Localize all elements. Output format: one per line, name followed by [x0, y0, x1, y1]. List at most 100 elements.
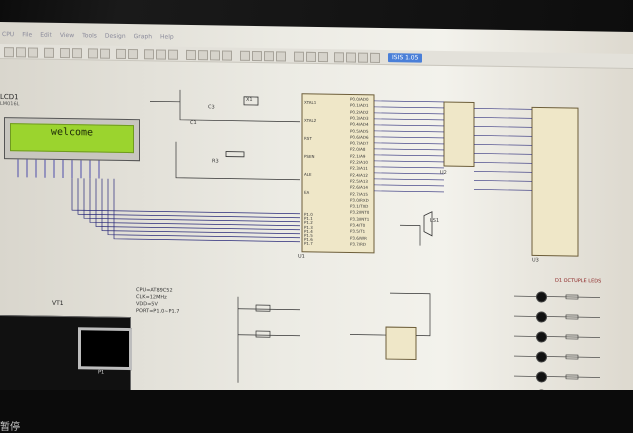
- decompose-icon[interactable]: [276, 51, 286, 61]
- bus-wire-u3: [474, 117, 532, 118]
- grid-icon[interactable]: [88, 48, 98, 58]
- lcd-display-text: welcome: [51, 127, 93, 139]
- document-tab[interactable]: ISIS 1.05: [388, 53, 422, 63]
- u1-pin-label: P2.0/A8: [350, 147, 365, 152]
- u1-pin-label: P3.4/T0: [350, 222, 365, 227]
- button-k2-symbol: [256, 331, 270, 337]
- chip-u1-label: U1: [298, 254, 305, 260]
- led-wire-right: [546, 357, 600, 358]
- menu-item-view[interactable]: View: [60, 31, 74, 38]
- bus-wire-u3: [474, 171, 532, 172]
- redo-icon[interactable]: [128, 49, 138, 59]
- property-tool-icon[interactable]: [318, 52, 328, 62]
- u1-pin-label: P0.2/AD2: [350, 109, 368, 114]
- block-copy-icon[interactable]: [186, 50, 196, 60]
- menu-item-help[interactable]: Help: [160, 33, 174, 40]
- virtual-terminal-label: VT1: [52, 300, 64, 307]
- bus-wire-u3: [474, 189, 532, 190]
- menu-item-tools[interactable]: Tools: [82, 32, 97, 39]
- erc-icon[interactable]: [358, 53, 368, 63]
- save-icon[interactable]: [28, 47, 38, 57]
- monitor-screen: CPU File Edit View Tools Design Graph He…: [0, 0, 633, 390]
- u1-pin-label: P2.6/A14: [350, 185, 368, 190]
- bus-wire-u3: [474, 144, 532, 145]
- pick-device-icon[interactable]: [240, 51, 250, 61]
- print-icon[interactable]: [44, 48, 54, 58]
- lcd-module[interactable]: welcome: [4, 117, 140, 161]
- chip-u2-label: U2: [440, 170, 447, 176]
- port-wire: [374, 125, 444, 126]
- netlist-icon[interactable]: [334, 52, 344, 62]
- port-wire: [374, 113, 444, 114]
- menu-item-design[interactable]: Design: [105, 32, 126, 39]
- u1-pin-label: P3.2/INT0: [350, 210, 369, 215]
- led-d1-5[interactable]: [536, 371, 547, 382]
- port-wire: [374, 107, 444, 108]
- chip-u3-label: U3: [532, 257, 539, 263]
- bill-of-materials-icon[interactable]: [346, 52, 356, 62]
- u1-pin-label: P0.5/AD5: [350, 128, 368, 133]
- make-device-icon[interactable]: [252, 51, 262, 61]
- new-file-icon[interactable]: [4, 47, 14, 57]
- schematic-canvas[interactable]: LCD1 LM016L welcome X1 C3 C1 R3 U1 U2 U3…: [0, 59, 633, 390]
- video-status-text: 暂停: [0, 418, 20, 433]
- data-bus-wire: [96, 179, 300, 230]
- window-title-fragment: CPU: [2, 31, 14, 38]
- u1-p1-pin-label: P1.7: [304, 241, 313, 246]
- led-d1-2[interactable]: [536, 311, 547, 322]
- zoom-out-icon[interactable]: [72, 48, 82, 58]
- wire-autorouter-icon[interactable]: [294, 52, 304, 62]
- block-rotate-icon[interactable]: [210, 50, 220, 60]
- origin-icon[interactable]: [100, 49, 110, 59]
- info-line-2: CLK=12MHz: [136, 294, 167, 300]
- chip-u3-body: [532, 107, 578, 256]
- bus-wire-u3: [474, 153, 532, 154]
- u1-pin-label: P2.5/A13: [350, 178, 368, 183]
- u1-left-pin-label: ALE: [304, 172, 312, 177]
- eda-app-window: CPU File Edit View Tools Design Graph He…: [0, 22, 633, 390]
- lcd-part-label: LM016L: [0, 101, 19, 107]
- open-file-icon[interactable]: [16, 47, 26, 57]
- u1-pin-label: P3.1/TXD: [350, 204, 368, 209]
- packaging-icon[interactable]: [264, 51, 274, 61]
- u1-pin-label: P3.6/WR: [350, 235, 367, 240]
- u1-pin-label: P2.7/A15: [350, 191, 368, 196]
- undo-icon[interactable]: [116, 49, 126, 59]
- data-bus-wire: [84, 178, 300, 221]
- menu-item-file[interactable]: File: [22, 31, 32, 38]
- block-delete-icon[interactable]: [222, 50, 232, 60]
- ares-icon[interactable]: [370, 53, 380, 63]
- port-wire: [374, 167, 444, 168]
- port-wire: [374, 179, 444, 180]
- port-wire: [374, 173, 444, 174]
- menu-item-edit[interactable]: Edit: [40, 31, 52, 38]
- virtual-terminal-window[interactable]: P1: [0, 315, 131, 390]
- chip-u2-body: [444, 102, 474, 166]
- block-move-icon[interactable]: [198, 50, 208, 60]
- port-wire: [374, 143, 444, 144]
- paste-icon[interactable]: [168, 50, 178, 60]
- port-wire: [374, 119, 444, 120]
- port-wire: [374, 185, 444, 186]
- copy-icon[interactable]: [156, 49, 166, 59]
- resistor-r3-label: R3: [212, 158, 219, 164]
- p1-label: P1: [98, 370, 104, 376]
- led-d1-1[interactable]: [536, 291, 547, 302]
- menu-item-graph[interactable]: Graph: [134, 33, 152, 40]
- data-bus-wire: [72, 178, 300, 214]
- button-k1-wire: [238, 309, 300, 310]
- search-icon[interactable]: [306, 52, 316, 62]
- led-wire-right: [546, 337, 600, 338]
- led-wire-right: [546, 377, 600, 378]
- port-wire: [374, 149, 444, 150]
- u1-pin-label: P3.3/INT1: [350, 216, 369, 221]
- zoom-in-icon[interactable]: [60, 48, 70, 58]
- rst-wire: [176, 142, 300, 180]
- led-d1-4[interactable]: [536, 351, 547, 362]
- led-d1-3[interactable]: [536, 331, 547, 342]
- cut-icon[interactable]: [144, 49, 154, 59]
- u1-left-pin-label: XTAL1: [304, 100, 316, 105]
- port-wire: [374, 191, 444, 192]
- u1-pin-label: P2.4/A12: [350, 172, 368, 177]
- bus-wire-u3: [474, 180, 532, 181]
